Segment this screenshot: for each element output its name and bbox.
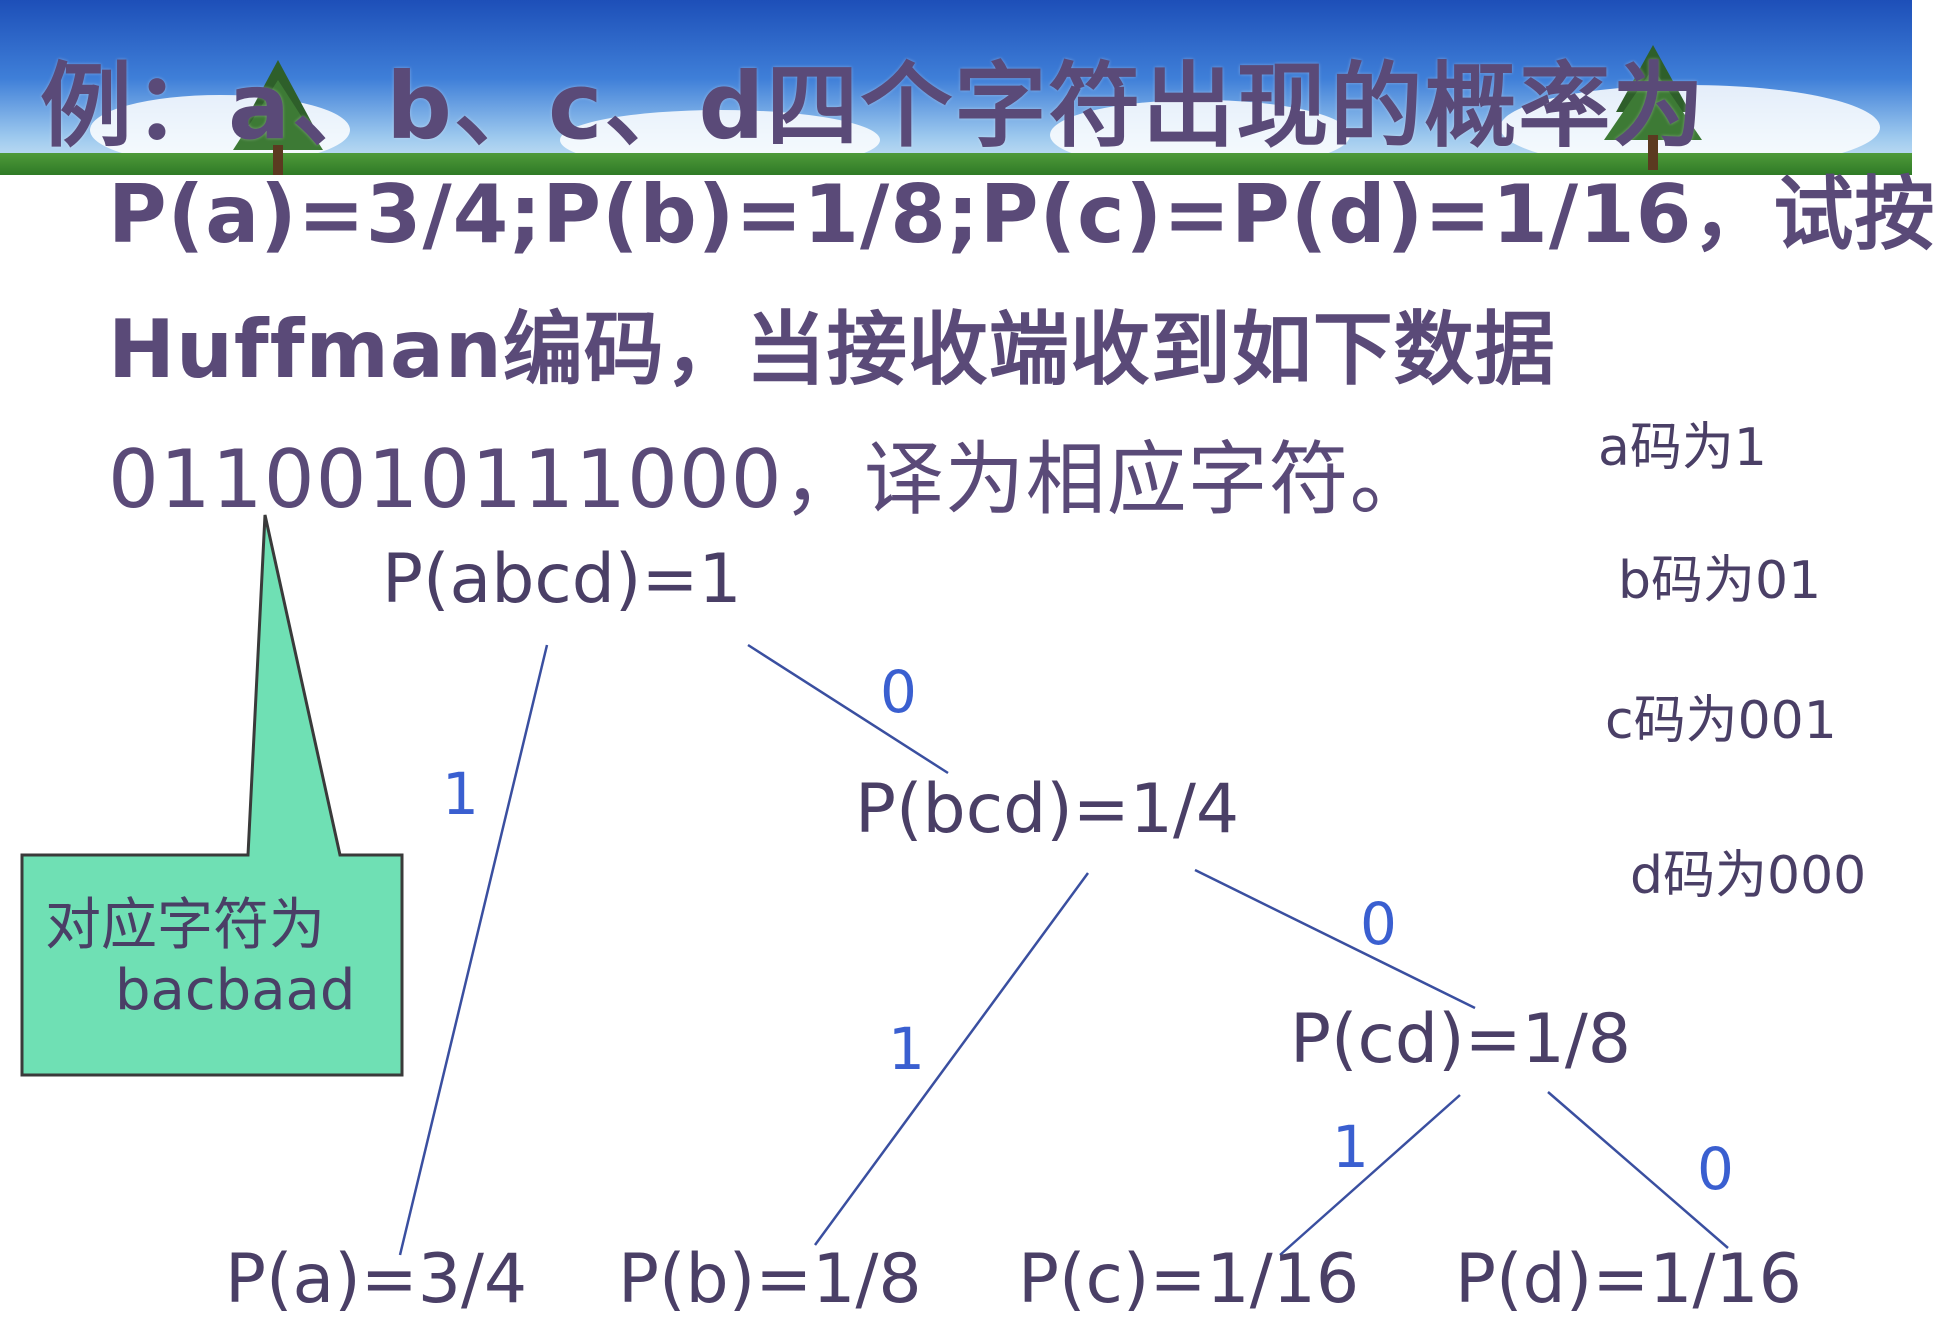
edge-bcd-cd xyxy=(1194,868,1476,1010)
node-cd: P(cd)=1/8 xyxy=(1290,1000,1632,1079)
slide-title: 例：a、b、c、d四个字符出现的概率为 xyxy=(40,53,1707,160)
edge-cd-d xyxy=(1547,1091,1729,1249)
problem-line-3: 0110010111000，译为相应字符。 xyxy=(108,433,1431,526)
edge-label-bcd-cd: 0 xyxy=(1360,890,1397,958)
callout-line-1: 对应字符为 xyxy=(45,893,325,958)
node-c: P(c)=1/16 xyxy=(1018,1240,1360,1319)
code-c: c码为001 xyxy=(1605,691,1837,751)
edge-label-root-bcd: 0 xyxy=(880,658,917,726)
edge-bcd-b xyxy=(813,872,1090,1246)
edge-root-a xyxy=(398,644,549,1256)
node-d: P(d)=1/16 xyxy=(1455,1240,1802,1319)
code-d: d码为000 xyxy=(1630,846,1867,906)
callout-box xyxy=(20,514,404,1077)
node-bcd: P(bcd)=1/4 xyxy=(855,770,1240,849)
edge-label-root-a: 1 xyxy=(442,760,479,828)
grass-strip xyxy=(0,153,1912,175)
node-abcd: P(abcd)=1 xyxy=(382,540,742,619)
code-b: b码为01 xyxy=(1618,551,1822,611)
edge-label-cd-d: 0 xyxy=(1697,1135,1734,1203)
edge-label-cd-c: 1 xyxy=(1332,1113,1369,1181)
edge-cd-c xyxy=(1279,1094,1461,1256)
tree-icon xyxy=(1604,45,1702,170)
tree-icon xyxy=(233,60,323,175)
edge-label-bcd-b: 1 xyxy=(888,1015,925,1083)
problem-line-2: Huffman编码，当接收端收到如下数据 xyxy=(108,303,1556,396)
node-b: P(b)=1/8 xyxy=(618,1240,922,1319)
edge-root-bcd xyxy=(747,643,949,775)
problem-line-1: P(a)=3/4;P(b)=1/8;P(c)=P(d)=1/16，试按 xyxy=(108,168,1935,261)
code-a: a码为1 xyxy=(1598,418,1767,478)
callout-line-2: bacbaad xyxy=(115,958,356,1023)
node-a: P(a)=3/4 xyxy=(225,1240,528,1319)
